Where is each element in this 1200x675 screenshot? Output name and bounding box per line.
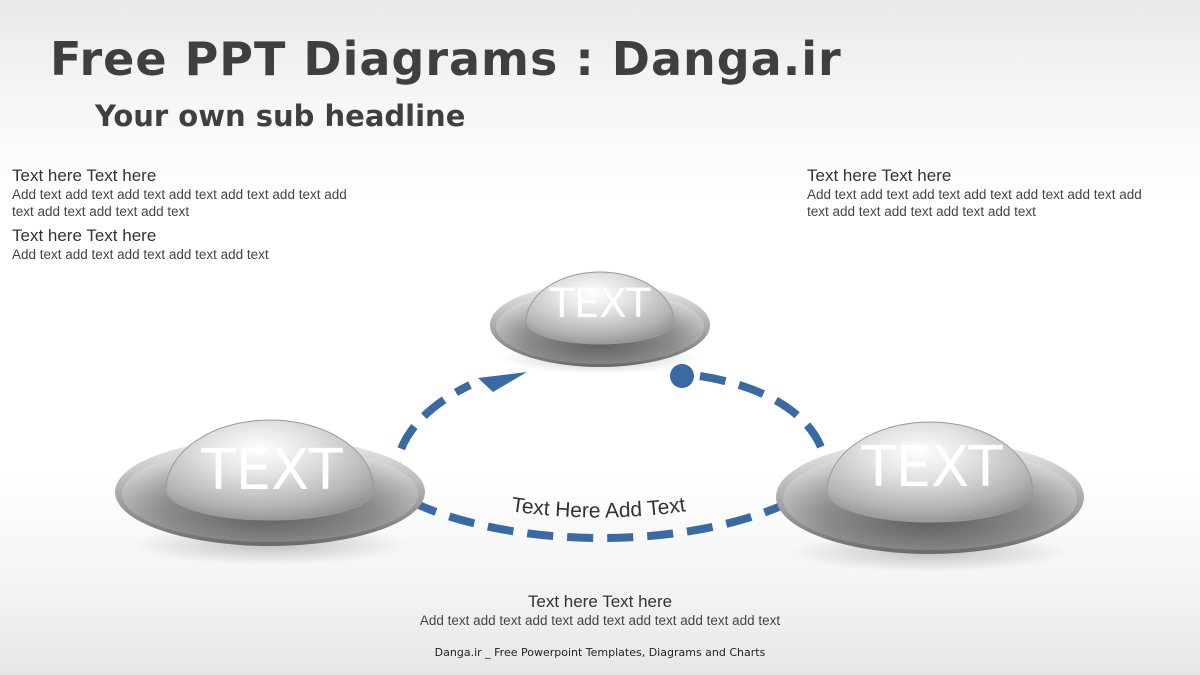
- text-block-heading: Text here Text here: [807, 166, 952, 185]
- diagram-node-right: TEXT: [776, 421, 1084, 572]
- footer-credit: Danga.ir _ Free Powerpoint Templates, Di…: [434, 646, 766, 659]
- text-block-top-right: Text here Text here Add text add text ad…: [807, 166, 1142, 220]
- text-block-body-line: Add text add text add text add text add …: [807, 187, 1142, 202]
- cycle-start-dot-icon: [670, 364, 694, 388]
- text-block-body-line: text add text add text add text: [12, 204, 190, 219]
- text-block-body-line: Add text add text add text add text add …: [419, 613, 781, 628]
- text-block-bottom: Text here Text here Add text add text ad…: [350, 592, 850, 629]
- diagram-node-top: TEXT: [490, 271, 710, 374]
- diagram-node-left: TEXT: [115, 419, 425, 565]
- text-block-top-left-1: Text here Text here Add text add text ad…: [12, 166, 347, 220]
- arrowhead-icon: [478, 372, 527, 392]
- text-block-heading: Text here Text here: [527, 592, 673, 611]
- text-block-body-line: Add text add text add text add text add …: [12, 247, 269, 262]
- cycle-label: Text Here Add Text: [510, 493, 687, 522]
- text-block-body-line: text add text add text add text add text: [807, 204, 1036, 219]
- diagram-node-label: TEXT: [860, 435, 1003, 500]
- text-block-top-left-2: Text here Text here Add text add text ad…: [12, 226, 269, 263]
- diagram-node-label: TEXT: [549, 281, 651, 327]
- diagram-node-label: TEXT: [200, 438, 343, 503]
- text-block-heading: Text here Text here: [12, 226, 157, 245]
- text-block-heading: Text here Text here: [12, 166, 157, 185]
- page-title: Free PPT Diagrams : Danga.ir: [50, 32, 842, 86]
- page-subtitle: Your own sub headline: [95, 99, 466, 133]
- text-block-body-line: Add text add text add text add text add …: [12, 187, 347, 202]
